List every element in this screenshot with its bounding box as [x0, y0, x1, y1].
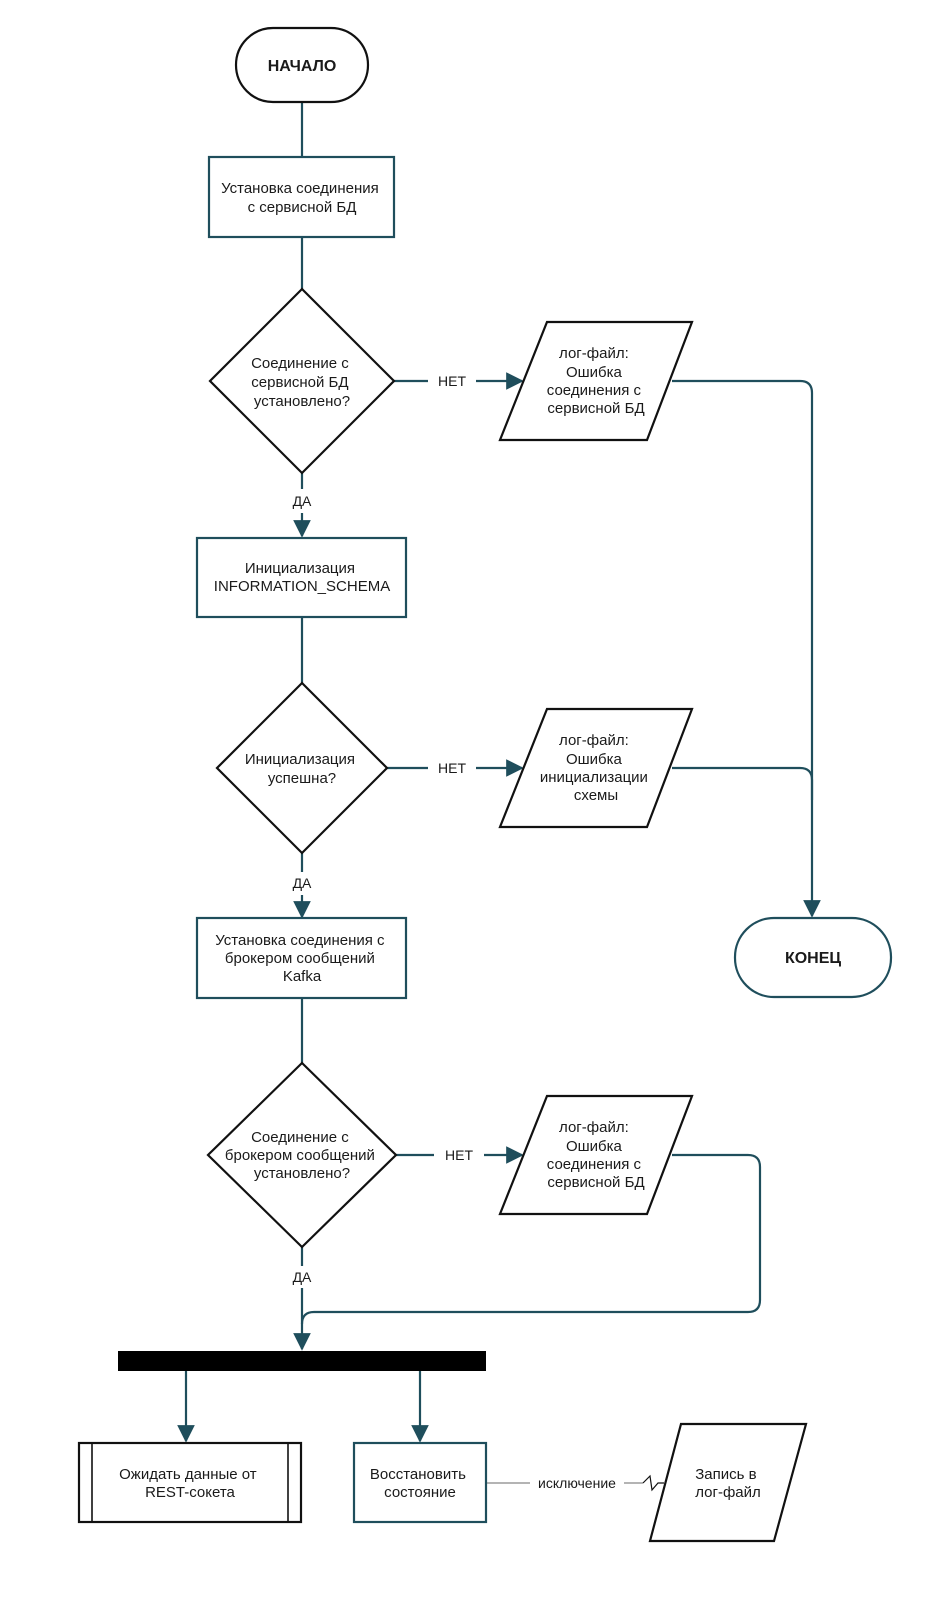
fork-bar [118, 1351, 486, 1371]
edge-labels: НЕТ ДА НЕТ ДА НЕТ ДА исключение [293, 373, 617, 1491]
connect-kafka-label: Установка соединения с брокером сообщени… [215, 932, 388, 985]
start-label: НАЧАЛО [268, 58, 337, 75]
node-log-db-error: лог-файл: Ошибка соединения с сервисной … [498, 320, 694, 442]
process-connect-kafka [195, 916, 408, 1000]
log-kafka-error-label: лог-файл: Ошибка соединения с сервисной … [547, 1119, 645, 1191]
node-connect-db: Установка соединения с сервисной БД [207, 155, 396, 239]
terminator-end [733, 916, 893, 999]
io-log-db-error [498, 320, 694, 442]
label-no-1: НЕТ [438, 373, 466, 389]
node-restore-state: Восстановить состояние [352, 1441, 488, 1524]
subprocess-wait-rest [77, 1441, 303, 1524]
restore-state-label: Восстановить состояние [370, 1466, 470, 1501]
node-fork [118, 1351, 486, 1371]
connect-db-label: Установка соединения с сервисной БД [221, 180, 383, 216]
decision-check-init [215, 681, 389, 855]
label-no-3: НЕТ [445, 1147, 473, 1163]
decision-check-db [208, 287, 396, 475]
node-check-db: Соединение с сервисной БД установлено? [208, 287, 396, 475]
connectors [177, 102, 821, 1492]
node-log-kafka-error: лог-файл: Ошибка соединения с сервисной … [498, 1094, 694, 1216]
decision-check-kafka [206, 1061, 398, 1249]
label-no-2: НЕТ [438, 760, 466, 776]
node-check-kafka: Соединение с брокером сообщений установл… [206, 1061, 398, 1249]
end-label: КОНЕЦ [785, 950, 841, 967]
check-init-label: Инициализация успешна? [245, 751, 359, 787]
edge-log2-end [672, 766, 814, 800]
check-kafka-label: Соединение с брокером сообщений установл… [225, 1129, 379, 1182]
label-yes-2: ДА [293, 875, 312, 891]
node-wait-rest: Ожидать данные от REST-сокета [77, 1441, 303, 1524]
init-schema-label: Инициализация INFORMATION_SCHEMA [214, 560, 390, 595]
terminator-start [234, 26, 370, 104]
node-check-init: Инициализация успешна? [215, 681, 389, 855]
node-log-init-error: лог-файл: Ошибка инициализации схемы [498, 707, 694, 829]
label-yes-3: ДА [293, 1269, 312, 1285]
node-init-schema: Инициализация INFORMATION_SCHEMA [195, 536, 408, 619]
process-connect-db [207, 155, 396, 239]
edge-log3-merge [300, 1153, 762, 1325]
io-log-kafka-error [498, 1094, 694, 1216]
node-start: НАЧАЛО [234, 26, 370, 104]
node-connect-kafka: Установка соединения с брокером сообщени… [195, 916, 408, 1000]
io-write-log [648, 1422, 808, 1543]
node-end: КОНЕЦ [733, 916, 893, 999]
log-init-error-label: лог-файл: Ошибка инициализации схемы [540, 732, 652, 804]
label-yes-1: ДА [293, 493, 312, 509]
edge-exception-bolt [642, 1474, 664, 1492]
process-init-schema [195, 536, 408, 619]
label-exception: исключение [538, 1475, 616, 1491]
node-write-log: Запись в лог-файл [648, 1422, 808, 1543]
log-db-error-label: лог-файл: Ошибка соединения с сервисной … [547, 345, 645, 417]
write-log-label: Запись в лог-файл [695, 1466, 761, 1501]
edge-log1-end [672, 379, 821, 918]
io-log-init-error [498, 707, 694, 829]
wait-rest-label: Ожидать данные от REST-сокета [119, 1466, 261, 1501]
check-db-label: Соединение с сервисной БД установлено? [251, 355, 353, 410]
process-restore-state [352, 1441, 488, 1524]
